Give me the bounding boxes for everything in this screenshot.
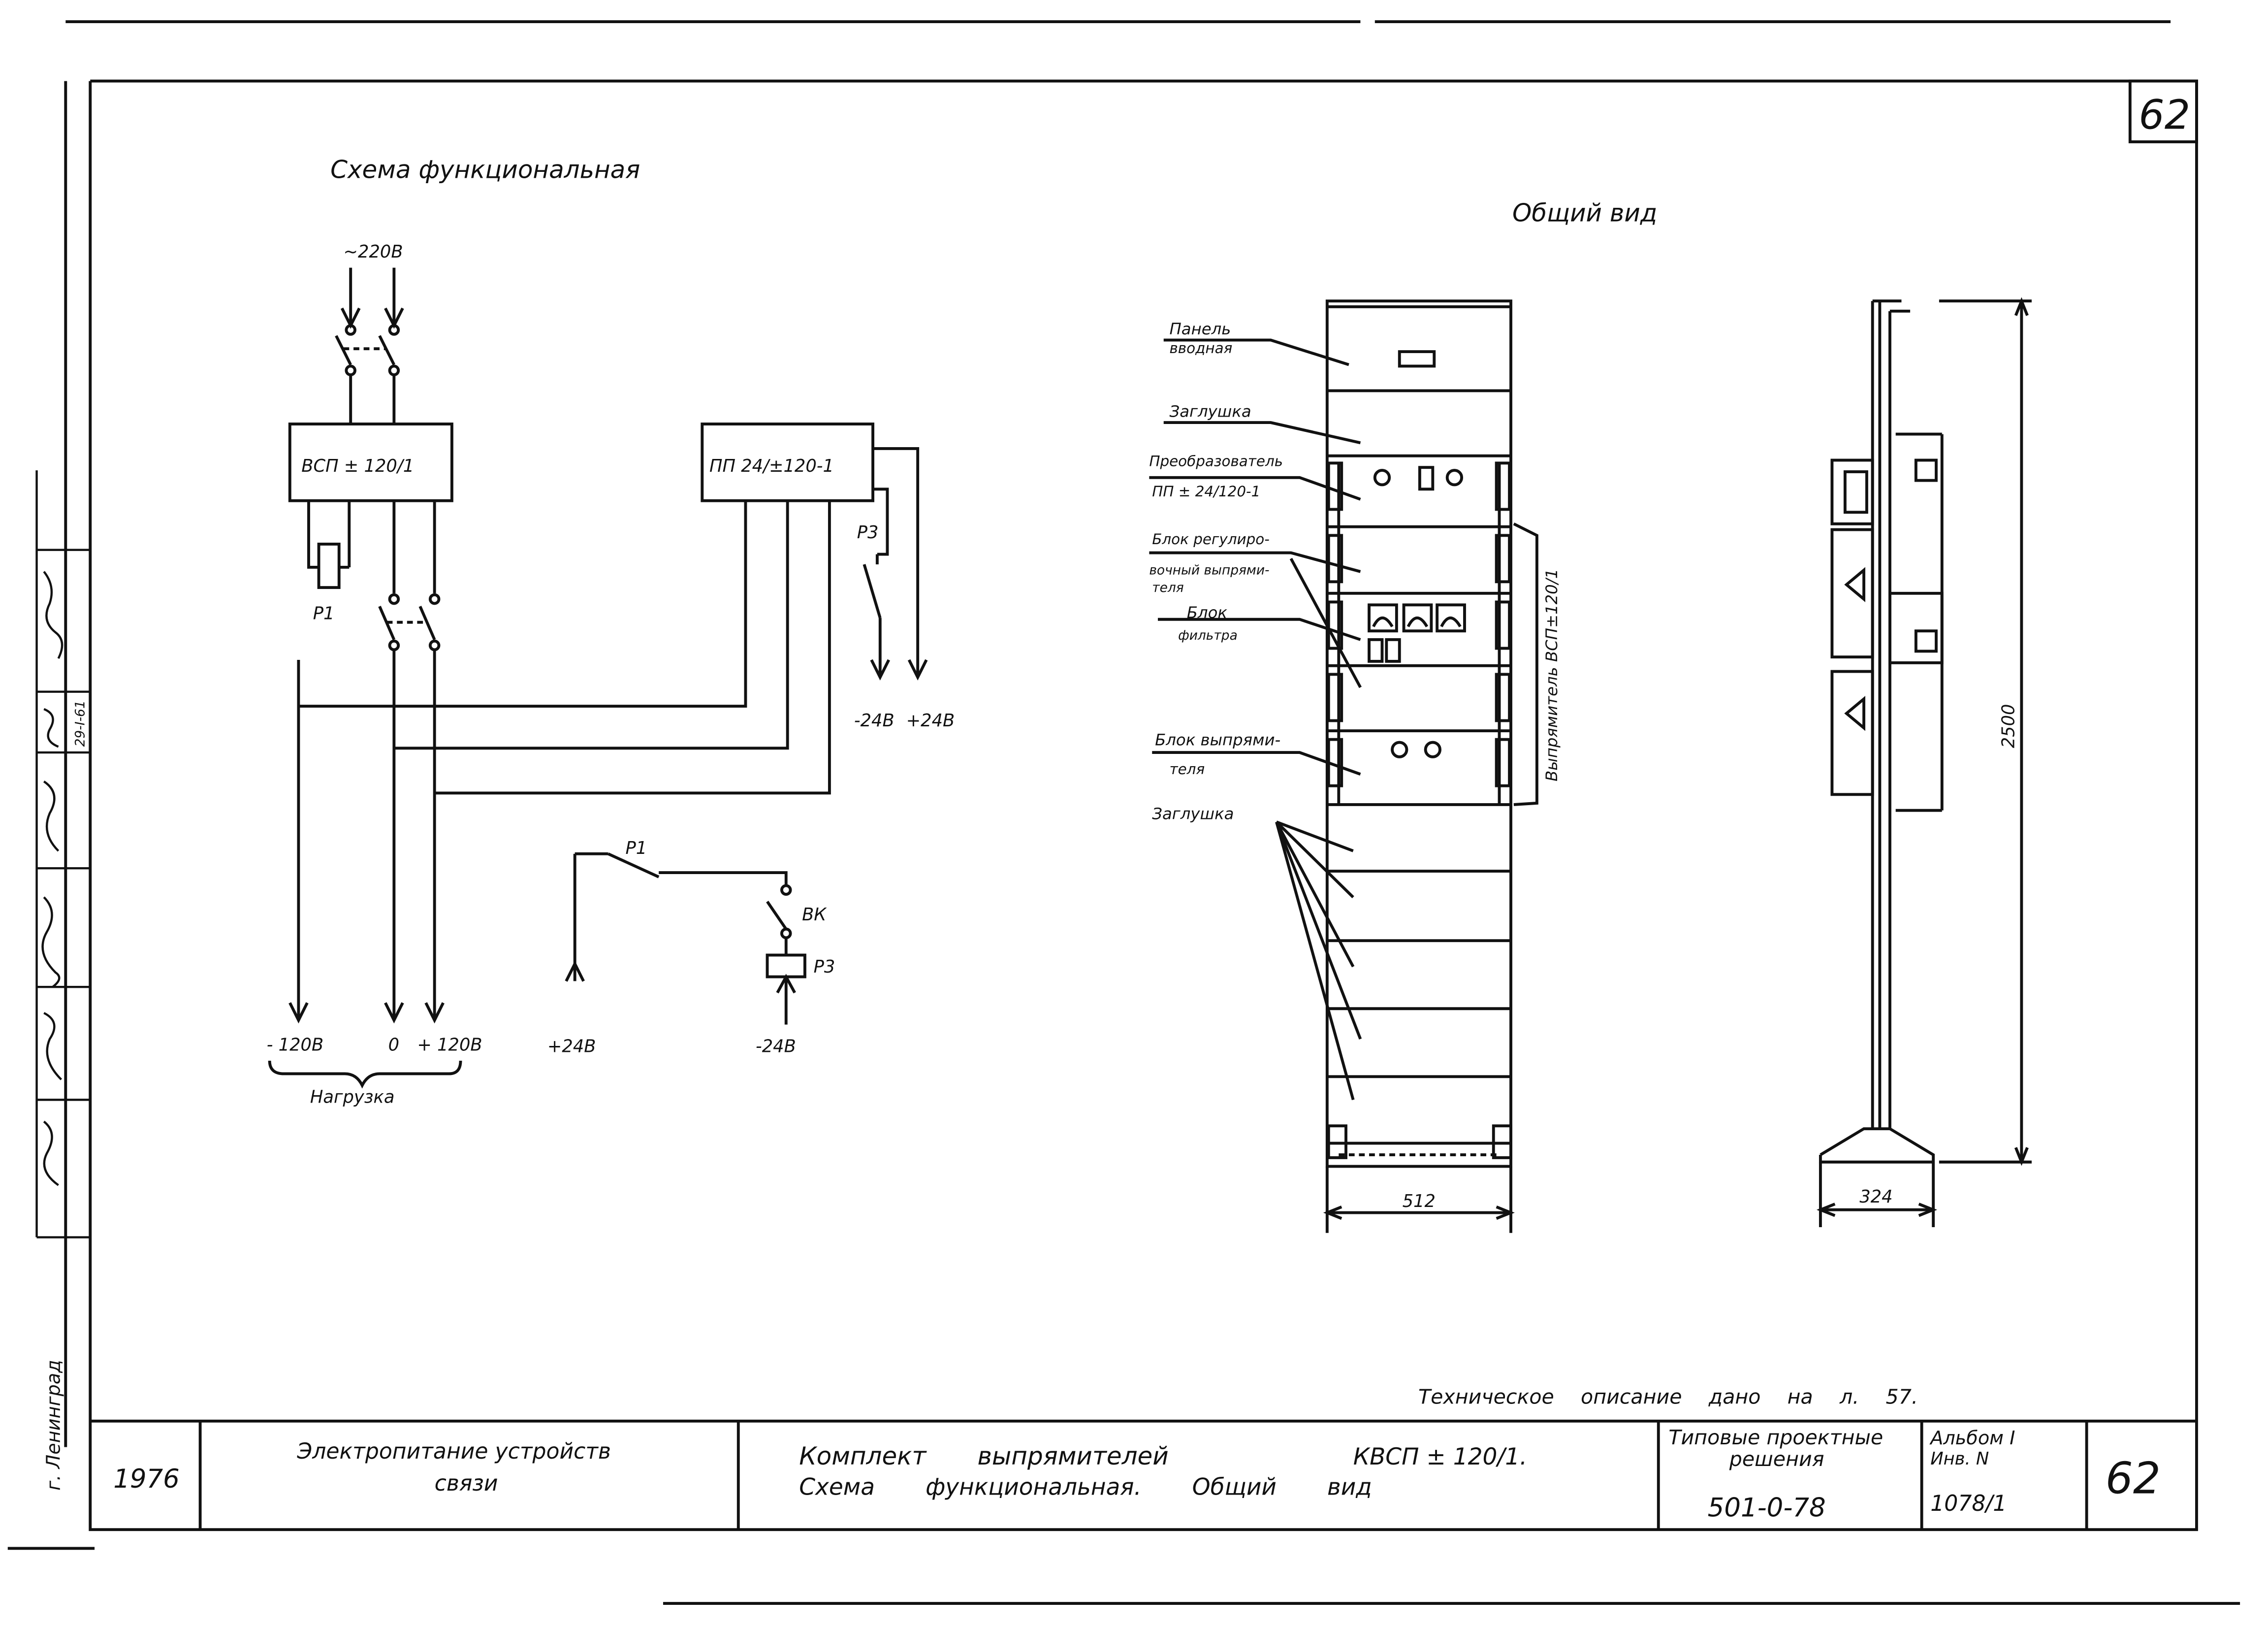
relay-p1-label: Р1 <box>313 604 335 624</box>
signature-3 <box>43 781 60 852</box>
title-name-1: Комплект выпрямителей <box>799 1442 1169 1470</box>
label-plug-bottom: Заглушка <box>1152 804 1234 823</box>
label-rect-1: Блок выпрями- <box>1155 730 1280 749</box>
supply-label: ~220В <box>344 242 403 262</box>
margin-stamps: г. Ленинград 29-I-61 <box>35 470 91 1491</box>
p3-out-minus: -24В <box>854 711 894 731</box>
label-panel-1: Панель <box>1169 320 1231 338</box>
cabinet-front <box>1325 299 1512 1168</box>
schematic-title: Схема функциональная <box>330 155 640 184</box>
ctrl-p1-label: Р1 <box>626 838 647 858</box>
title-typical-2: решения <box>1729 1447 1824 1471</box>
label-reg-2: вочный выпрями- <box>1149 563 1269 578</box>
label-plug-top: Заглушка <box>1169 402 1251 421</box>
label-rect-2: теля <box>1169 761 1205 778</box>
ctrl-plus-label: +24В <box>547 1036 596 1056</box>
signature-2 <box>43 708 59 748</box>
title-album-1: Альбом I <box>1929 1428 2015 1449</box>
signature-5 <box>43 1012 63 1080</box>
label-conv-1: Преобразователь <box>1149 453 1283 469</box>
vsp-block <box>288 423 453 502</box>
dim-width-front: 512 <box>1403 1191 1436 1211</box>
signature-1 <box>43 571 64 659</box>
title-album-3: 1078/1 <box>1930 1491 2007 1516</box>
title-block: 1976 Электропитание устройств связи Комп… <box>90 1419 2197 1530</box>
relay-p3-label: Р3 <box>857 522 879 543</box>
dim-width-side: 324 <box>1859 1187 1892 1207</box>
title-typical-1: Типовые проектные <box>1668 1426 1883 1449</box>
ctrl-minus-label: -24В <box>756 1036 796 1056</box>
label-conv-2: ПП ± 24/120-1 <box>1152 483 1260 500</box>
signature-6 <box>43 1120 59 1186</box>
label-reg-3: теля <box>1152 580 1184 595</box>
title-subject-1: Электропитание устройств <box>296 1439 611 1464</box>
title-sheet-number: 62 <box>2106 1453 2161 1504</box>
side-label: Выпрямитель ВСП±120/1 <box>1542 569 1561 781</box>
label-filter-1: Блок <box>1187 603 1228 622</box>
technical-note: Техническое описание дано на л. 57. <box>1418 1385 1918 1409</box>
title-name-code: КВСП ± 120/1. <box>1353 1443 1527 1470</box>
ctrl-p3-label: Р3 <box>814 957 835 977</box>
general-view-title: Общий вид <box>1512 199 1657 228</box>
label-reg-1: Блок регулиро- <box>1152 531 1270 548</box>
label-filter-2: фильтра <box>1178 628 1238 643</box>
title-subject-2: связи <box>435 1471 498 1496</box>
frame-border <box>89 79 2198 1531</box>
general-view: Общий вид Панель вводная Заглушка Преобр… <box>1149 199 2032 1233</box>
label-panel-2: вводная <box>1169 340 1232 357</box>
margin-city: г. Ленинград <box>43 1360 65 1490</box>
out-minus-label: - 120В <box>267 1035 323 1055</box>
title-typical-code: 501-0-78 <box>1708 1493 1826 1523</box>
vsp-block-label: ВСП ± 120/1 <box>301 456 414 476</box>
p3-out-plus: +24В <box>906 711 955 731</box>
dim-height: 2500 <box>1999 704 2019 749</box>
load-label: Нагрузка <box>310 1087 395 1107</box>
sheet-number-top: 62 <box>2139 92 2190 139</box>
out-plus-label: + 120В <box>417 1035 482 1055</box>
functional-schematic: Схема функциональная ~220В ВСП ± 120/1 П… <box>267 155 955 1107</box>
title-year: 1976 <box>113 1464 180 1494</box>
pp-block-label: ПП 24/±120-1 <box>709 456 834 476</box>
signature-4 <box>41 896 61 988</box>
ctrl-vk-label: ВК <box>802 905 827 925</box>
title-name-2: Схема функциональная. Общий вид <box>799 1474 1372 1501</box>
title-album-2: Инв. N <box>1930 1449 1989 1469</box>
margin-stamp-date: 29-I-61 <box>72 700 88 747</box>
out-zero-label: 0 <box>388 1035 399 1055</box>
